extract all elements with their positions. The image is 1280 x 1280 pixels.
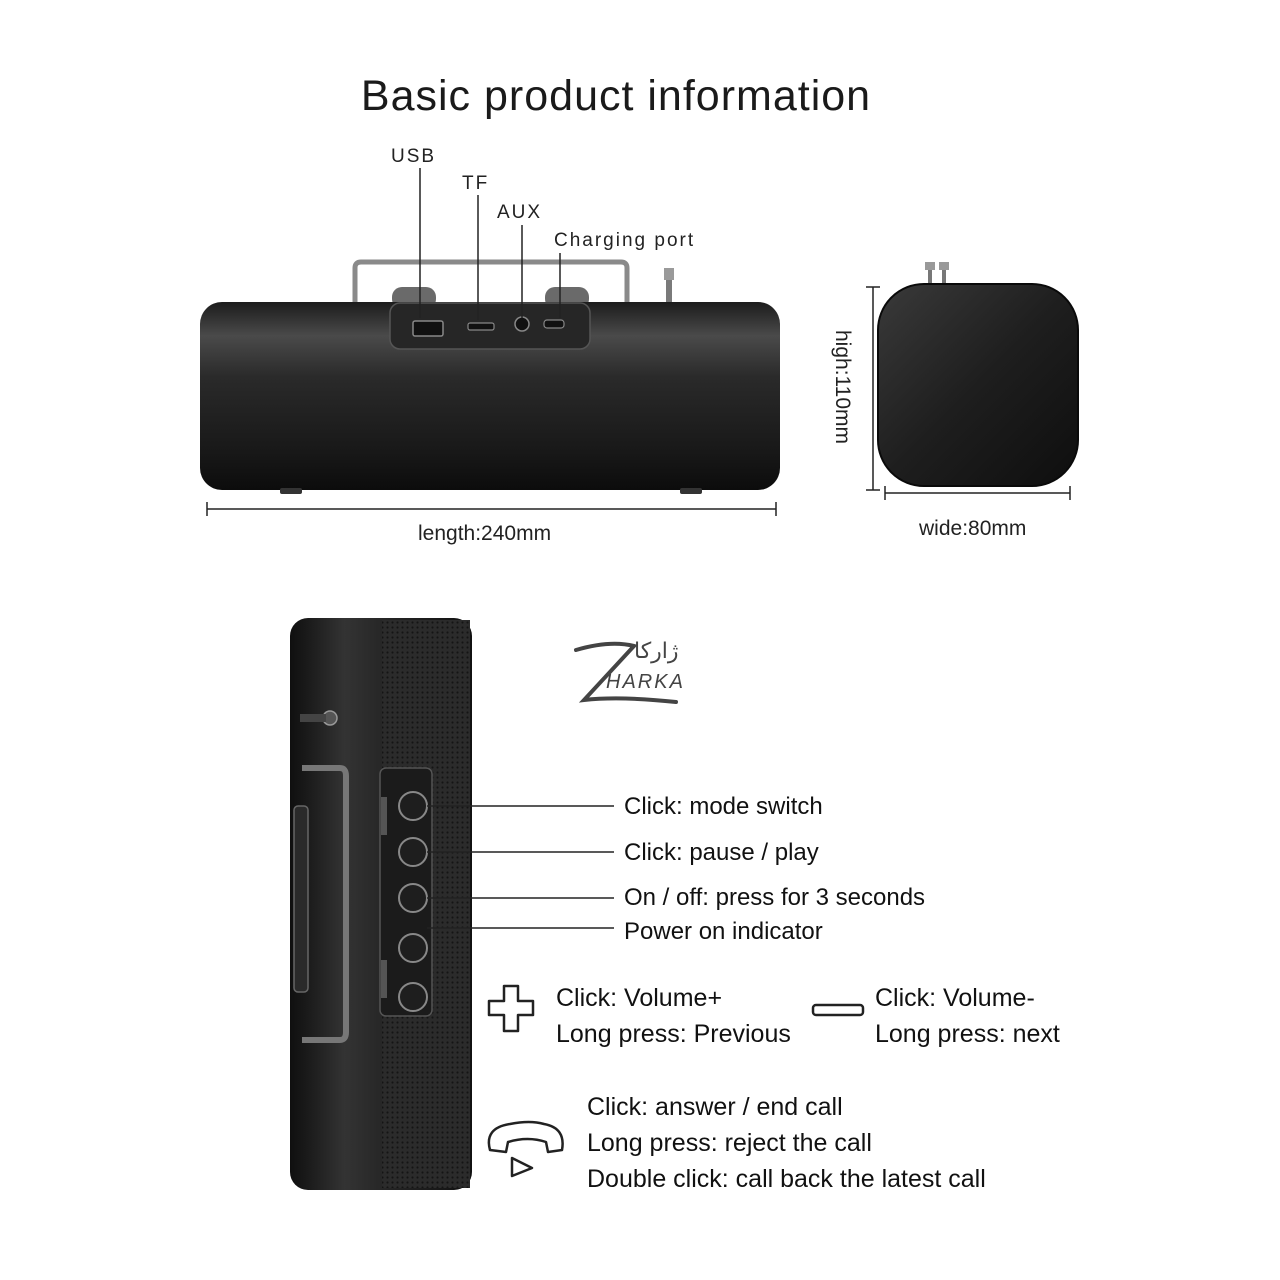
- call-line2: Long press: reject the call: [587, 1129, 872, 1157]
- watermark-logo: [574, 641, 678, 704]
- call-line1: Click: answer / end call: [587, 1093, 843, 1121]
- phone-icon: [487, 1120, 564, 1178]
- volume-plus-line1: Click: Volume+: [556, 984, 723, 1012]
- volume-minus-line1: Click: Volume-: [875, 984, 1035, 1012]
- watermark-persian: ژارکا: [634, 638, 679, 663]
- port-label-charging: Charging port: [554, 230, 696, 251]
- volume-plus-text: Click: Volume+ Long press: Previous: [556, 980, 791, 1052]
- annotation-mode-switch: Click: mode switch: [624, 793, 823, 820]
- dimension-length: length:240mm: [418, 522, 552, 545]
- call-line3: Double click: call back the latest call: [587, 1165, 986, 1193]
- volume-minus-line2: Long press: next: [875, 1020, 1060, 1048]
- watermark-latin: HARKA: [606, 671, 685, 693]
- call-text: Click: answer / end call Long press: rej…: [587, 1089, 986, 1197]
- volume-minus-text: Click: Volume- Long press: next: [875, 980, 1060, 1052]
- page-title: Basic product information: [360, 72, 872, 120]
- annotation-power: On / off: press for 3 seconds: [624, 884, 926, 911]
- speaker-vertical-view: [290, 618, 614, 1190]
- dimension-width: wide:80mm: [919, 517, 1027, 540]
- annotation-pause-play: Click: pause / play: [624, 839, 819, 866]
- minus-icon: [811, 1003, 865, 1017]
- speaker-front-view: [200, 168, 780, 516]
- port-label-usb: USB: [391, 146, 437, 167]
- port-label-aux: AUX: [497, 202, 543, 223]
- speaker-side-view: [866, 262, 1079, 500]
- plus-icon: [487, 984, 535, 1033]
- port-label-tf: TF: [462, 173, 490, 194]
- volume-plus-line2: Long press: Previous: [556, 1020, 791, 1048]
- dimension-height: high:110mm: [831, 329, 854, 444]
- annotation-power-indicator: Power on indicator: [624, 918, 823, 945]
